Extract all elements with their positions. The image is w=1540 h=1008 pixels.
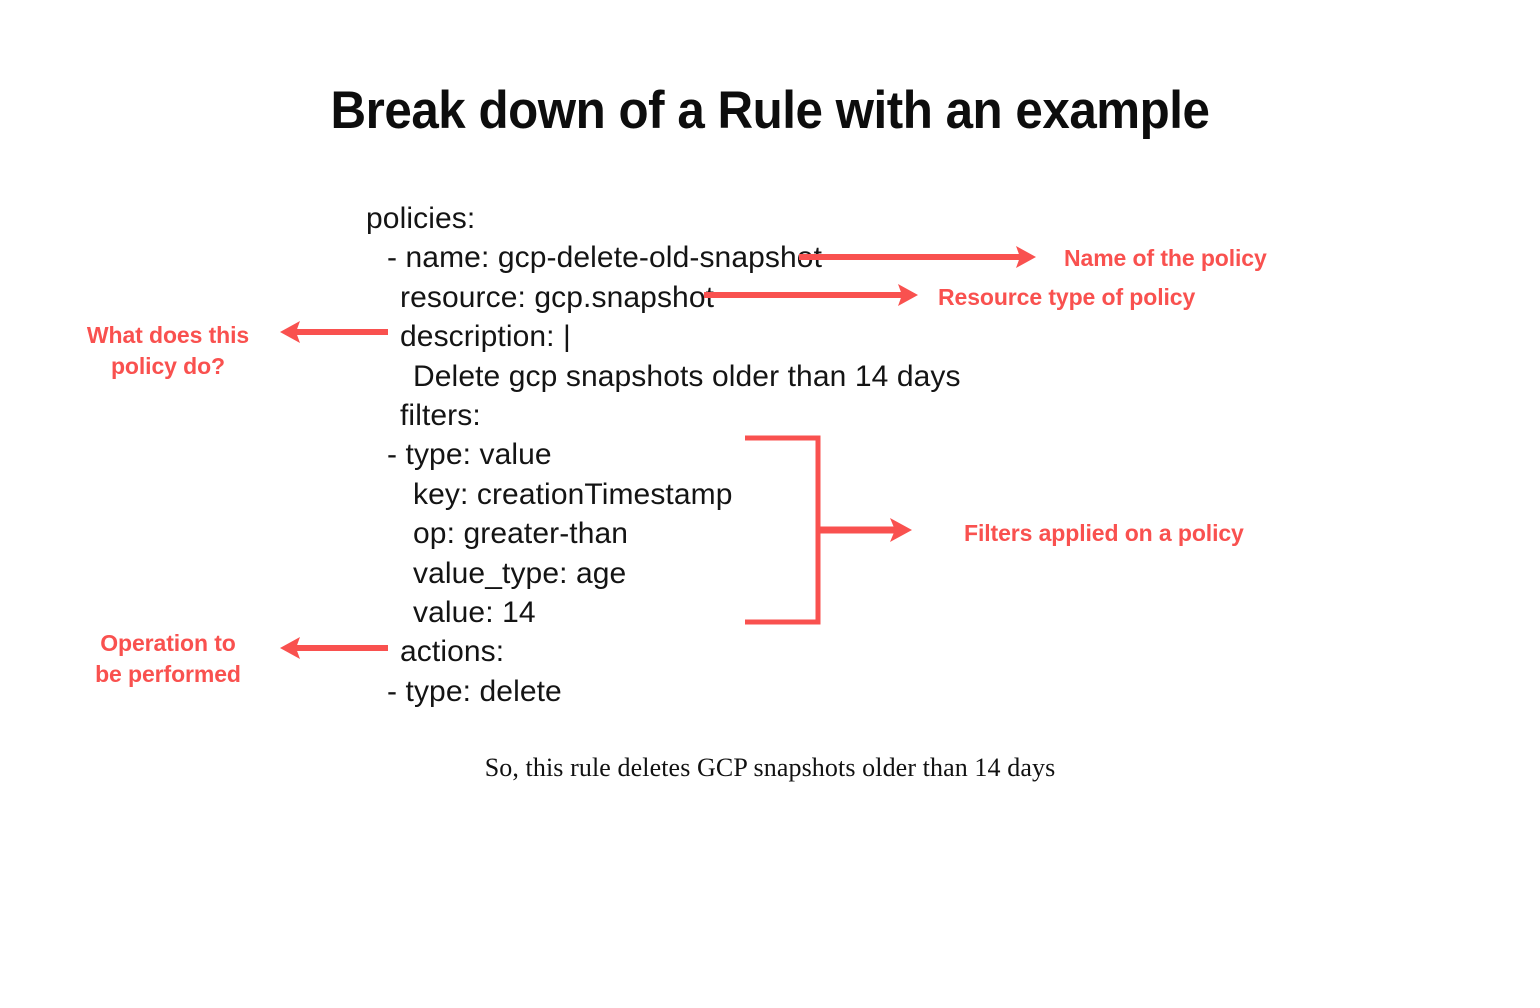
yaml-line: - type: value — [387, 438, 552, 472]
yaml-line: key: creationTimestamp — [413, 477, 733, 511]
yaml-line: op: greater-than — [413, 517, 629, 551]
yaml-line: actions: — [400, 635, 505, 669]
yaml-line: value: 14 — [413, 595, 536, 629]
annotation-what-does-policy-do: What does this policy do? — [86, 322, 250, 379]
yaml-line: description: | — [400, 320, 571, 354]
yaml-policy-block: policies: - name: gcp-delete-old-snapshot… — [366, 199, 961, 711]
yaml-line: - type: delete — [387, 674, 562, 708]
page-title: Break down of a Rule with an example — [330, 81, 1210, 140]
yaml-line: Delete gcp snapshots older than 14 days — [413, 359, 961, 393]
annotation-name-of-policy: Name of the policy — [1064, 245, 1267, 271]
yaml-line: resource: gcp.snapshot — [400, 280, 715, 314]
annotation-resource-type: Resource type of policy — [938, 284, 1196, 310]
yaml-line: policies: — [366, 202, 476, 235]
summary-caption: So, this rule deletes GCP snapshots olde… — [484, 753, 1056, 782]
yaml-line: - name: gcp-delete-old-snapshot — [387, 241, 823, 275]
annotation-filters-applied: Filters applied on a policy — [964, 520, 1244, 546]
annotation-operation-performed: Operation to be performed — [95, 630, 241, 687]
yaml-line: filters: — [400, 398, 481, 432]
yaml-line: value_type: age — [413, 556, 627, 590]
